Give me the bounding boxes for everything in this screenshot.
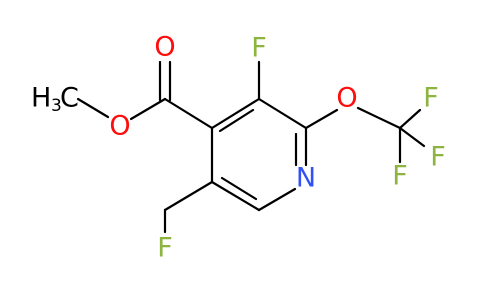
atom-f-ch2f: F	[157, 233, 173, 264]
bond-c-o-ester	[129, 97, 167, 121]
bond-c-f-right	[398, 126, 426, 148]
bond-c3-c4-inner	[218, 108, 255, 133]
bond-c3-c4	[210, 97, 261, 130]
bond-o-c	[356, 106, 402, 130]
atom-n: N	[296, 163, 316, 194]
bond-c-f-top	[398, 108, 422, 130]
atom-f-cf3-top: F	[423, 83, 439, 114]
atom-o-ester: O	[109, 111, 130, 142]
bond-c3-c2	[257, 97, 308, 130]
bond-c2-o	[304, 108, 339, 130]
atom-f-cf3-bottom: F	[392, 161, 408, 192]
bond-c6-c5-inner	[220, 176, 258, 201]
bond-c5-ch2	[163, 180, 214, 212]
bond-n-c6	[257, 187, 297, 212]
atom-o-carbonyl: O	[154, 32, 175, 63]
atom-methyl-subscript: 3	[51, 96, 62, 116]
atom-f-ring: F	[251, 33, 267, 64]
atom-methyl-c: C	[60, 83, 79, 114]
atom-o-ether: O	[336, 83, 357, 114]
atom-f-cf3-right: F	[430, 142, 446, 173]
bond-c6-c5	[210, 180, 261, 212]
atom-methyl-h: H	[31, 83, 51, 114]
bond-o-ch3	[76, 97, 110, 119]
bond-c4-ccarbonyl	[163, 97, 214, 130]
